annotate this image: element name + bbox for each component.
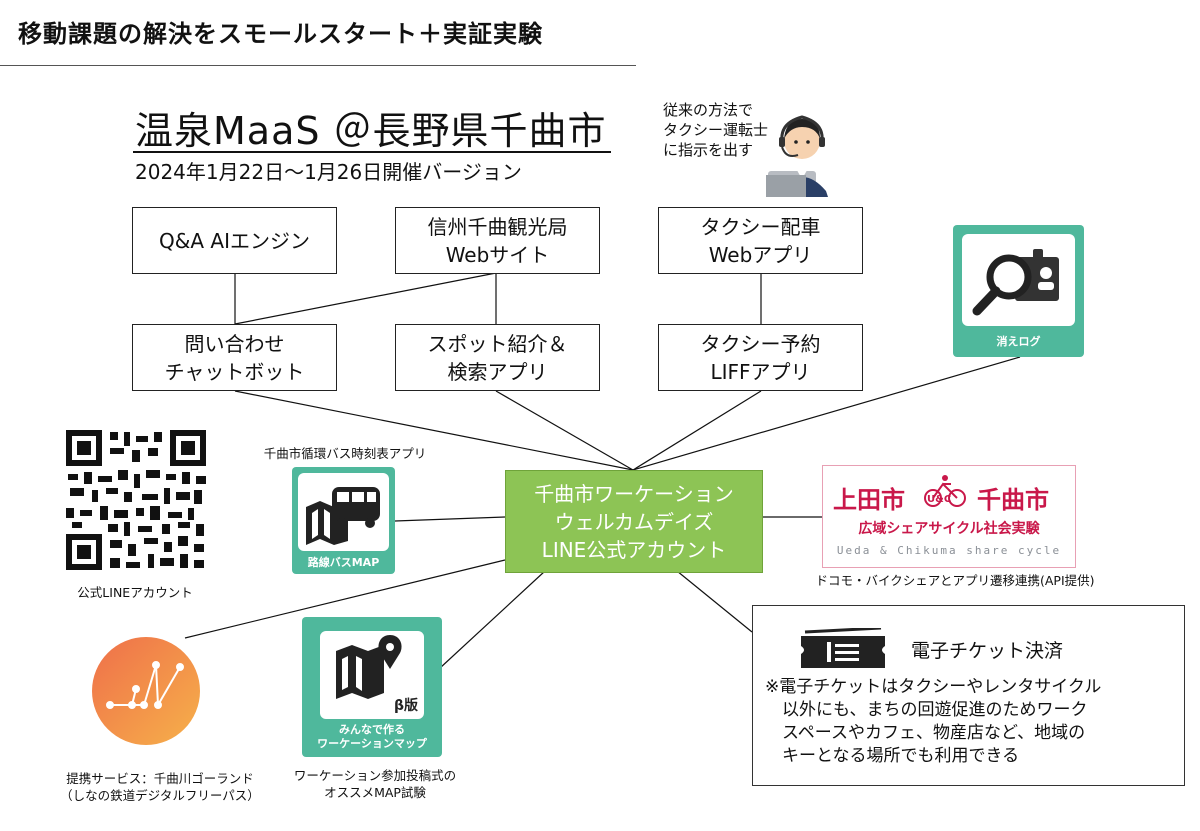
e-ticket-title: 電子チケット決済 — [911, 640, 1064, 662]
uc-logo-text: U&C — [927, 494, 952, 505]
workation-map-label: みんなで作る ワーケーションマップ — [317, 723, 427, 750]
bus-map-label: 路線バスMAP — [307, 556, 380, 569]
cycle-share-card: 上田市 U&C 千曲市 広域シェアサイクル社会実験 Ueda & Chikuma… — [822, 465, 1076, 568]
ueda-city-label: 上田市 — [833, 486, 905, 514]
qr-caption: 公式LINEアカウント — [77, 585, 193, 600]
beta-badge: β版 — [394, 698, 419, 714]
taxi-dispatch-box: タクシー配車 Webアプリ — [658, 207, 863, 274]
qr-code-icon — [66, 430, 206, 570]
map-pin-icon — [336, 635, 402, 699]
e-ticket-note: ※電子チケットはタクシーやレンタサイクル 以外にも、まちの回遊促進のためワーク … — [765, 677, 1102, 766]
bus-app-caption: 千曲市循環バス時刻表アプリ — [263, 446, 427, 461]
bus-map-icon — [306, 487, 380, 545]
operator-headset-icon — [766, 115, 828, 197]
main-title: 温泉MaaS ＠長野県千曲市 — [135, 109, 607, 153]
operator-note: 従来の方法で タクシー運転士 に指示を出す — [663, 101, 769, 159]
goland-logo-icon — [92, 637, 200, 745]
main-title-underline — [133, 151, 611, 153]
cycle-share-caption: ドコモ・バイクシェアとアプリ遷移連携(API提供) — [815, 573, 1095, 588]
kieru-log-tile: 消えログ — [953, 225, 1084, 357]
spot-search-box: スポット紹介＆ 検索アプリ — [395, 324, 600, 391]
bus-map-tile: 路線バスMAP — [292, 467, 395, 574]
subtitle: 2024年1月22日〜1月26日開催バージョン — [135, 160, 522, 184]
taxi-liff-box: タクシー予約 LIFFアプリ — [658, 324, 863, 391]
search-id-card-icon — [972, 249, 1059, 316]
chatbot-box: 問い合わせ チャットボット — [132, 324, 337, 391]
ticket-icon — [801, 628, 885, 668]
tourism-website-box: 信州千曲観光局 Webサイト — [395, 207, 600, 274]
workation-map-caption: ワーケーション参加投稿式の オススメMAP試験 — [293, 768, 457, 800]
chikuma-city-label: 千曲市 — [977, 486, 1049, 514]
qa-ai-engine-box: Q&A AIエンジン — [132, 207, 337, 274]
goland-caption: 提携サービス：千曲川ゴーランド （しなの鉄道デジタルフリーパス） — [60, 771, 260, 803]
bicycle-icon — [924, 475, 966, 507]
kieru-log-label: 消えログ — [996, 335, 1041, 348]
e-ticket-box: 電子チケット決済 ※電子チケットはタクシーやレンタサイクル 以外にも、まちの回遊… — [752, 605, 1185, 786]
line-official-account-hub: 千曲市ワーケーション ウェルカムデイズ LINE公式アカウント — [505, 470, 763, 573]
cycle-share-english: Ueda & Chikuma share cycle — [836, 544, 1062, 557]
workation-map-tile: β版 みんなで作る ワーケーションマップ — [302, 617, 442, 757]
cycle-share-program: 広域シェアサイクル社会実験 — [858, 521, 1040, 537]
title-divider — [0, 65, 636, 66]
page-title: 移動課題の解決をスモールスタート＋実証実験 — [18, 20, 543, 48]
